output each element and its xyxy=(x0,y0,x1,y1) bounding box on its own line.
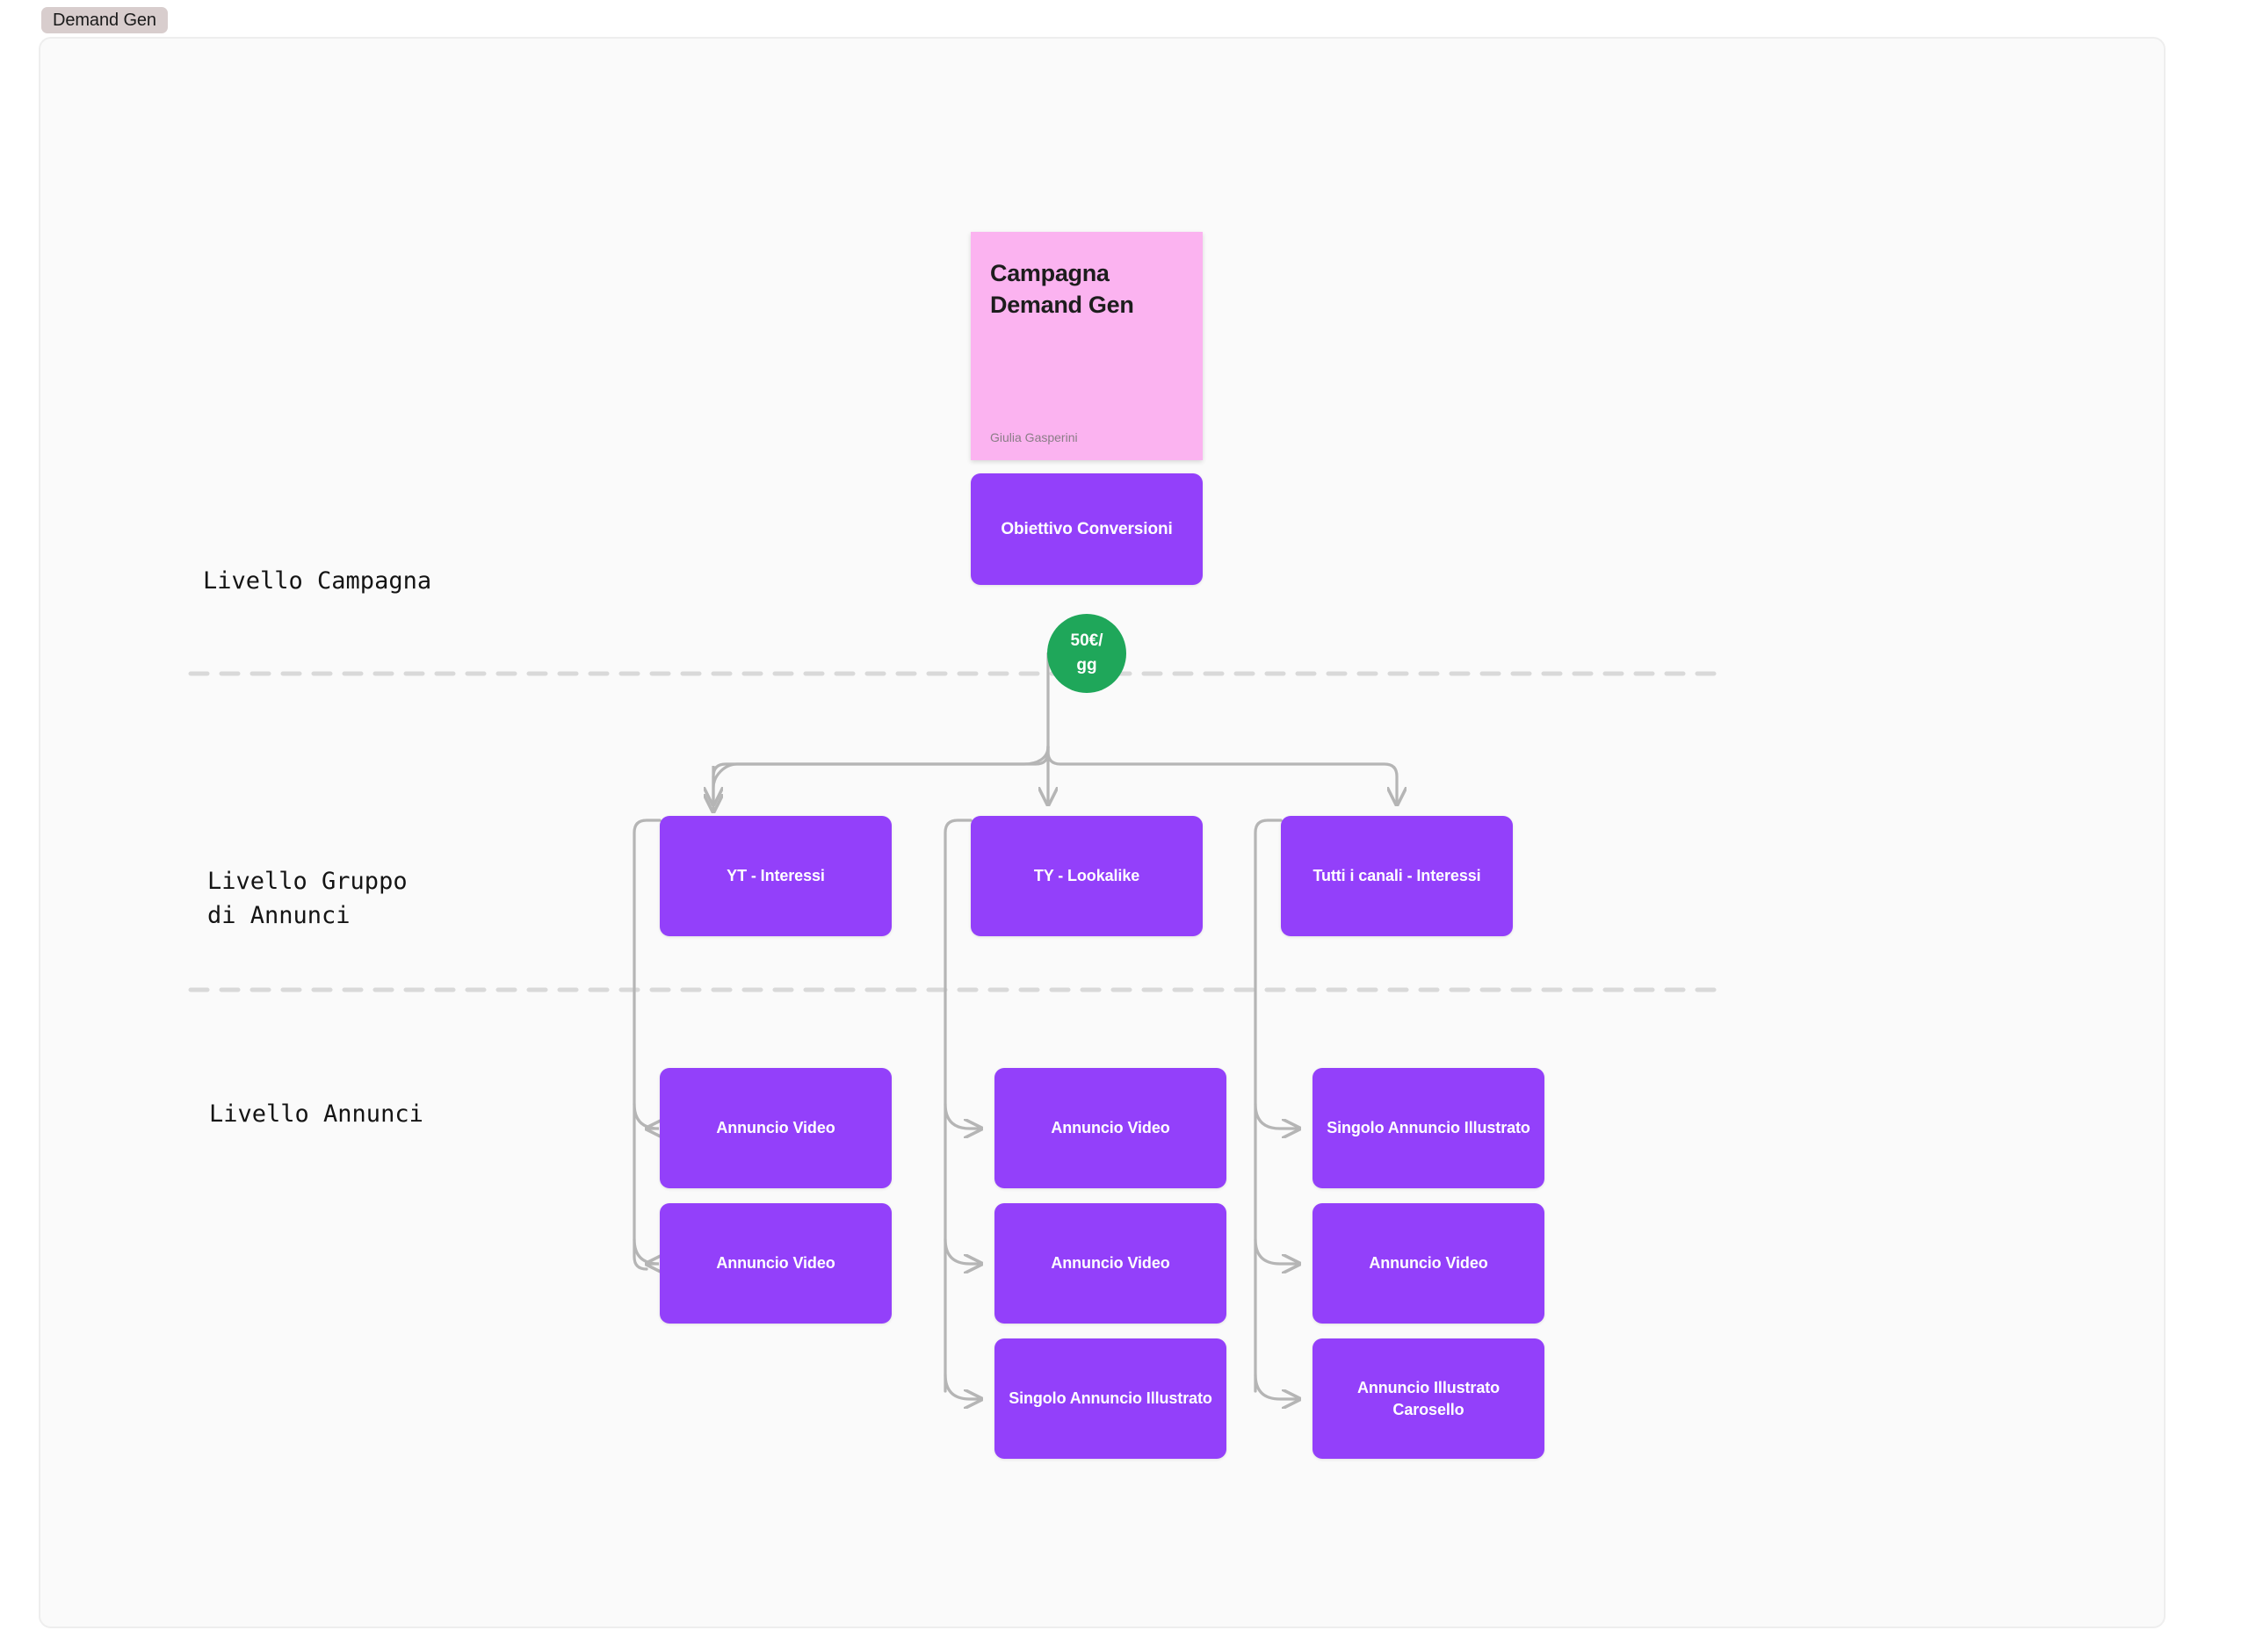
node-ad-col0-0-label: Annuncio Video xyxy=(716,1119,835,1137)
node-ad-group-2-label: Tutti i canali - Interessi xyxy=(1313,867,1481,885)
wire-col1-ad1 xyxy=(944,1237,981,1264)
wire-col2-ad2 xyxy=(1254,1373,1299,1399)
campaign-card[interactable]: Campagna Demand Gen Giulia Gasperini xyxy=(971,232,1203,460)
campaign-card-author: Giulia Gasperini xyxy=(990,430,1078,444)
node-ad-col1-2-label: Singolo Annuncio Illustrato xyxy=(1009,1389,1212,1408)
node-ad-col1-0[interactable]: Annuncio Video xyxy=(994,1068,1226,1188)
wire-col1-trunk xyxy=(944,819,973,1393)
wire-col1-ad2 xyxy=(944,1373,981,1399)
budget-label: 50€/ gg xyxy=(1070,631,1103,675)
wire-col1-ad0 xyxy=(944,1102,981,1129)
node-ad-col0-1[interactable]: Annuncio Video xyxy=(660,1203,892,1324)
wire-col0-ad1 xyxy=(633,1237,659,1264)
wire-col2-ad1 xyxy=(1254,1237,1299,1264)
wire-group-0 xyxy=(713,745,1050,812)
budget-badge[interactable]: 50€/ gg xyxy=(1047,614,1126,693)
campaign-card-title: Campagna Demand Gen xyxy=(990,260,1134,318)
level-label-ads: Livello Annunci xyxy=(209,1100,423,1128)
node-ad-col1-1-label: Annuncio Video xyxy=(1051,1254,1170,1273)
node-objective[interactable]: Obiettivo Conversioni xyxy=(971,473,1203,585)
node-ad-group-2[interactable]: Tutti i canali - Interessi xyxy=(1281,816,1513,936)
node-ad-col1-2[interactable]: Singolo Annuncio Illustrato xyxy=(994,1338,1226,1459)
node-ad-col2-2[interactable]: Annuncio Illustrato Carosello xyxy=(1313,1338,1544,1459)
level-label-ad-group: Livello Gruppo di Annunci xyxy=(207,868,408,929)
node-ad-col2-1-label: Annuncio Video xyxy=(1369,1254,1488,1273)
node-ad-col0-0[interactable]: Annuncio Video xyxy=(660,1068,892,1188)
tab-demand-gen[interactable]: Demand Gen xyxy=(41,7,168,33)
wire-col0-ad0 xyxy=(633,1102,659,1129)
node-ad-group-0[interactable]: YT - Interessi xyxy=(660,816,892,936)
wire-group-0-path xyxy=(713,745,1050,804)
node-ad-col1-0-label: Annuncio Video xyxy=(1051,1119,1170,1137)
wire-col0-trunk xyxy=(633,819,662,1271)
diagram-canvas[interactable]: Livello Campagna Livello Gruppo di Annun… xyxy=(39,37,2166,1628)
node-ad-group-0-label: YT - Interessi xyxy=(727,867,825,885)
level-label-campaign: Livello Campagna xyxy=(203,567,432,595)
wire-group-2-path xyxy=(1046,745,1397,804)
node-ad-col2-0-label: Singolo Annuncio Illustrato xyxy=(1327,1119,1530,1137)
wire-col2-trunk xyxy=(1254,819,1283,1393)
wire-col2-ad0 xyxy=(1254,1102,1299,1129)
node-ad-col2-1[interactable]: Annuncio Video xyxy=(1313,1203,1544,1324)
node-ad-col1-1[interactable]: Annuncio Video xyxy=(994,1203,1226,1324)
node-ad-col2-2-label: Annuncio Illustrato Carosello xyxy=(1356,1379,1501,1418)
node-ad-col0-1-label: Annuncio Video xyxy=(716,1254,835,1273)
node-ad-group-1-label: TY - Lookalike xyxy=(1033,867,1140,885)
node-ad-col2-0[interactable]: Singolo Annuncio Illustrato xyxy=(1313,1068,1544,1188)
tab-label: Demand Gen xyxy=(53,10,156,30)
node-objective-label: Obiettivo Conversioni xyxy=(1001,519,1173,538)
node-ad-group-1[interactable]: TY - Lookalike xyxy=(971,816,1203,936)
